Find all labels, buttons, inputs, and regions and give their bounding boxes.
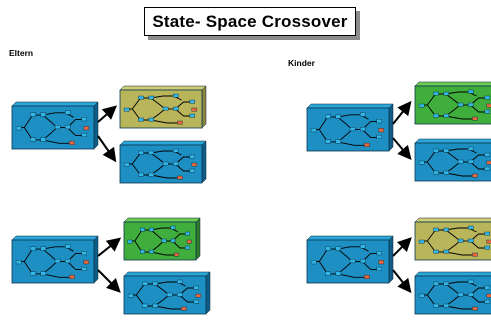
parents-bottom-arrow-2 <box>97 269 121 293</box>
parents-top-arrow-2 <box>97 135 117 163</box>
parents-label: Eltern <box>9 48 34 58</box>
children-top-target-2 <box>414 138 491 182</box>
children-bottom-source <box>306 235 394 284</box>
parents-bottom-arrow-1 <box>97 237 122 257</box>
parents-bottom-target-2 <box>123 271 211 315</box>
children-top-arrow-2 <box>392 137 412 161</box>
children-top-arrow-1 <box>392 100 412 125</box>
parents-top-target-2 <box>119 140 207 184</box>
children-top-source <box>306 103 394 152</box>
page-title: State- Space Crossover <box>152 11 348 31</box>
children-bottom-arrow-1 <box>392 237 412 257</box>
children-bottom-target-2 <box>414 271 491 315</box>
parents-bottom-target-1 <box>123 217 201 261</box>
parents-top-source <box>11 101 99 150</box>
parents-bottom-source <box>11 235 99 284</box>
children-top-target-1 <box>414 81 491 125</box>
children-bottom-arrow-2 <box>392 269 412 294</box>
children-bottom-target-1 <box>414 217 491 261</box>
parents-top-target-1 <box>119 85 207 129</box>
children-label: Kinder <box>288 58 315 68</box>
parents-top-arrow-1 <box>97 105 118 123</box>
title-box: State- Space Crossover <box>144 7 356 36</box>
